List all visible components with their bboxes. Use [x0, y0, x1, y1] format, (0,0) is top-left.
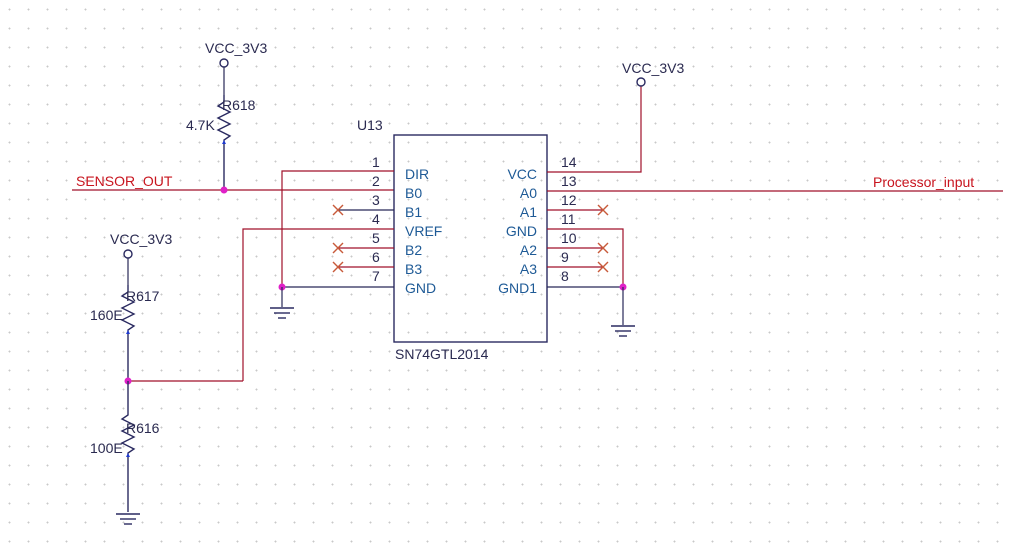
pin-name-a0: A0	[520, 185, 537, 201]
power-pin-circle	[636, 77, 646, 87]
pin-num-2: 2	[372, 173, 380, 189]
resistor-value: 160E	[90, 307, 123, 323]
power-label: VCC_3V3	[622, 60, 684, 76]
no-connect-b2-icon	[332, 242, 344, 254]
resistor-value: 100E	[90, 440, 123, 456]
pin-num-1: 1	[372, 154, 380, 170]
wire-vcc	[547, 86, 642, 173]
no-connect-a3-icon	[597, 261, 609, 273]
pin-num-11: 11	[561, 211, 576, 227]
pin-num-4: 4	[372, 211, 380, 227]
resistor-body	[216, 95, 232, 190]
pin-name-gnd1: GND1	[498, 280, 537, 296]
power-pin-circle	[123, 249, 133, 259]
ic-part-number: SN74GTL2014	[395, 346, 489, 362]
power-pin-circle	[219, 58, 229, 68]
ground-symbol-left[interactable]	[270, 283, 294, 319]
left-pin-wires	[242, 170, 394, 381]
pin-num-13: 13	[561, 173, 577, 189]
ground-symbol-bottom[interactable]	[116, 513, 140, 525]
resistor-r617[interactable]: R617 160E	[90, 285, 160, 381]
pin-name-vref: VREF	[405, 223, 442, 239]
no-connect-b1-icon	[332, 204, 344, 216]
right-pin-wires	[547, 86, 642, 288]
pin-num-7: 7	[372, 268, 380, 284]
no-connect-markers-left	[332, 204, 344, 273]
power-label: VCC_3V3	[110, 231, 172, 247]
power-symbol-vcc-r618[interactable]: VCC_3V3	[205, 40, 267, 95]
power-symbol-vcc-u13[interactable]: VCC_3V3	[622, 60, 684, 87]
wire-gnd-right	[547, 228, 624, 287]
resistor-pin-marker	[126, 330, 130, 334]
no-connect-a1-icon	[597, 204, 609, 216]
power-symbol-vcc-r617[interactable]: VCC_3V3	[110, 231, 172, 285]
power-label: VCC_3V3	[205, 40, 267, 56]
vref-divider-node	[124, 377, 243, 385]
resistor-body	[120, 381, 136, 512]
pin-num-6: 6	[372, 249, 380, 265]
net-sensor-out[interactable]: SENSOR_OUT	[72, 173, 394, 194]
pin-name-gnd: GND	[405, 280, 436, 296]
pin-name-b2: B2	[405, 242, 422, 258]
resistor-ref: R618	[222, 97, 256, 113]
resistor-r616[interactable]: R616 100E	[90, 381, 160, 512]
net-label: SENSOR_OUT	[76, 173, 173, 189]
junction-dot	[220, 186, 228, 194]
pin-name-vcc: VCC	[507, 166, 537, 182]
resistor-value: 4.7K	[186, 117, 215, 133]
pin-name-dir: DIR	[405, 166, 429, 182]
pin-name-b1: B1	[405, 204, 422, 220]
ic-u13[interactable]: U13 SN74GTL2014 DIR B0 B1 VREF B2 B3 GND…	[357, 117, 577, 362]
pin-num-12: 12	[561, 192, 577, 208]
pin-name-gnd-right: GND	[506, 223, 537, 239]
wire-vref	[242, 228, 394, 381]
pin-name-a3: A3	[520, 261, 537, 277]
resistor-ref: R616	[126, 420, 160, 436]
pin-name-a2: A2	[520, 242, 537, 258]
pin-num-5: 5	[372, 230, 380, 246]
pin-name-b3: B3	[405, 261, 422, 277]
no-connect-a2-icon	[597, 242, 609, 254]
ground-symbol-right[interactable]	[611, 283, 635, 337]
pin-num-10: 10	[561, 230, 577, 246]
pin-num-8: 8	[561, 268, 569, 284]
resistor-ref: R617	[126, 288, 160, 304]
no-connect-markers-right	[597, 204, 609, 273]
net-processor-input[interactable]: Processor_input	[547, 174, 1003, 192]
no-connect-b3-icon	[332, 261, 344, 273]
pin-num-14: 14	[561, 154, 577, 170]
pin-name-a1: A1	[520, 204, 537, 220]
pin-num-9: 9	[561, 249, 569, 265]
net-label: Processor_input	[873, 174, 974, 190]
wire-dir	[281, 170, 394, 287]
ic-body	[393, 134, 548, 343]
resistor-pin-marker	[222, 140, 226, 144]
resistor-pin-marker	[126, 453, 130, 457]
resistor-r618[interactable]: R618 4.7K	[186, 95, 256, 190]
pin-num-3: 3	[372, 192, 380, 208]
pin-name-b0: B0	[405, 185, 422, 201]
resistor-body	[120, 285, 136, 381]
ic-ref: U13	[357, 117, 383, 133]
